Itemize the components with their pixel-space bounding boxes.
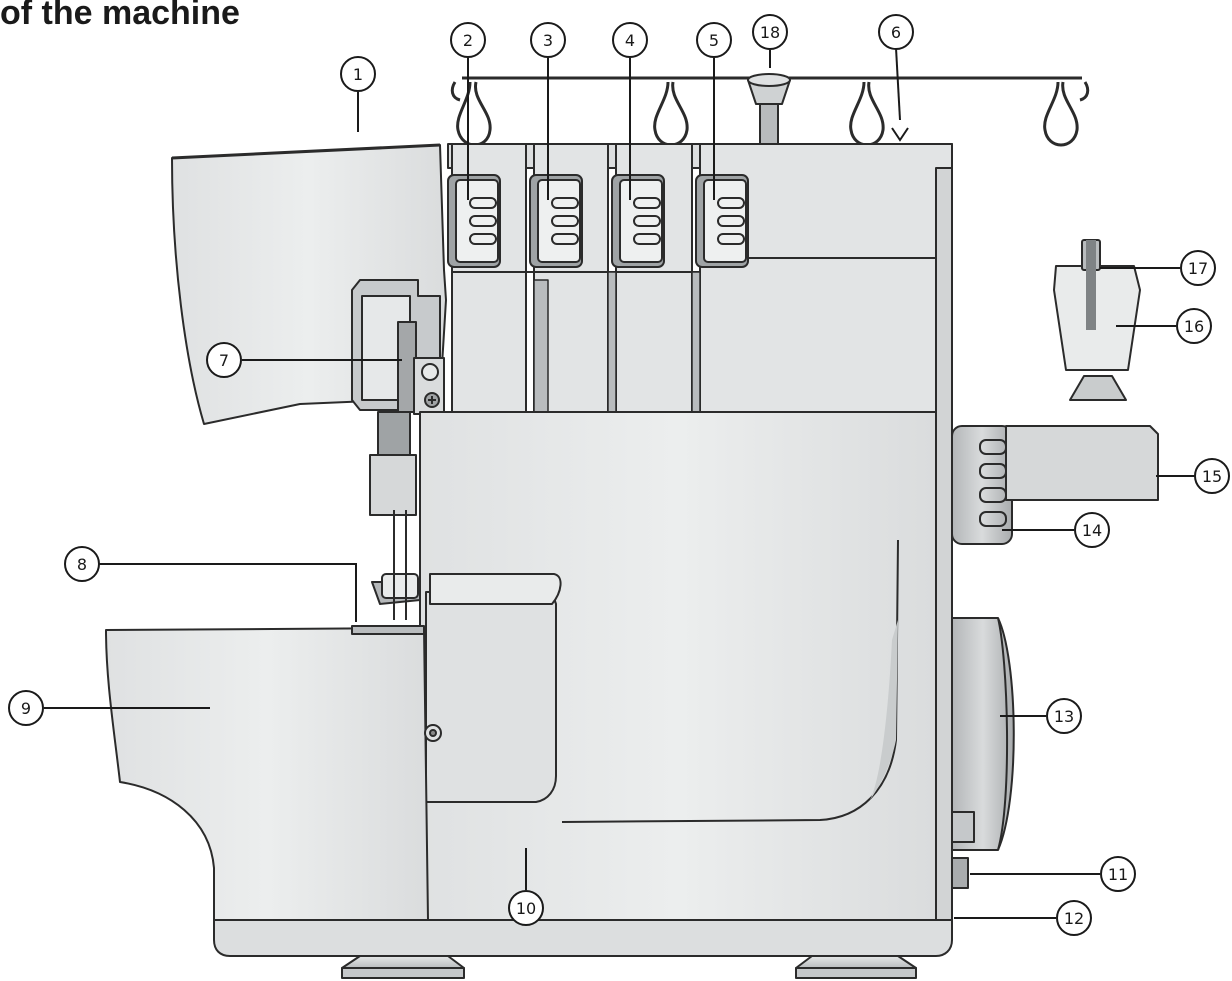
callout-14: 14 bbox=[1074, 512, 1110, 548]
svg-text:18: 18 bbox=[760, 23, 780, 42]
svg-text:15: 15 bbox=[1202, 467, 1222, 486]
stitch-length-knob bbox=[951, 425, 1013, 545]
tension-columns bbox=[451, 143, 953, 415]
spool-holder-arm bbox=[1005, 425, 1159, 501]
svg-text:5: 5 bbox=[709, 31, 719, 50]
callout-9: 9 bbox=[8, 690, 44, 726]
callout-3: 3 bbox=[530, 22, 566, 58]
svg-text:4: 4 bbox=[625, 31, 635, 50]
callout-18: 18 bbox=[752, 14, 788, 50]
svg-text:3: 3 bbox=[543, 31, 553, 50]
callout-5: 5 bbox=[696, 22, 732, 58]
machine-base bbox=[213, 919, 953, 957]
tension-dial-3 bbox=[529, 174, 583, 268]
callout-2: 2 bbox=[450, 22, 486, 58]
callout-15: 15 bbox=[1194, 458, 1230, 494]
svg-text:14: 14 bbox=[1082, 521, 1102, 540]
svg-text:10: 10 bbox=[516, 899, 536, 918]
right-side-panel bbox=[935, 167, 953, 921]
free-arm-cover bbox=[105, 627, 429, 921]
callout-1: 1 bbox=[340, 56, 376, 92]
svg-text:7: 7 bbox=[219, 351, 229, 370]
spool-cap bbox=[1053, 265, 1141, 371]
front-panel-curve bbox=[561, 539, 899, 823]
tension-dial-5 bbox=[695, 174, 749, 268]
diagram-title: of the machine bbox=[0, 0, 240, 32]
looper-cover bbox=[425, 591, 557, 803]
callout-16: 16 bbox=[1176, 308, 1212, 344]
svg-text:6: 6 bbox=[891, 23, 901, 42]
cloth-plate bbox=[351, 625, 425, 635]
foot-left bbox=[341, 955, 465, 969]
machine-body bbox=[105, 73, 1159, 979]
callout-10: 10 bbox=[508, 890, 544, 926]
svg-text:11: 11 bbox=[1108, 865, 1128, 884]
tension-dial-2 bbox=[447, 174, 501, 268]
svg-text:1: 1 bbox=[353, 65, 363, 84]
presser-foot bbox=[369, 411, 421, 620]
callout-badges: 1 2 3 4 5 6 7 8 9 10 11 12 13 14 15 16 1… bbox=[8, 14, 1230, 936]
callout-8: 8 bbox=[64, 546, 100, 582]
svg-text:13: 13 bbox=[1054, 707, 1074, 726]
callout-leaders bbox=[44, 47, 1196, 919]
callout-17: 17 bbox=[1180, 250, 1216, 286]
tension-dial-4 bbox=[611, 174, 665, 268]
svg-text:17: 17 bbox=[1188, 259, 1208, 278]
callout-4: 4 bbox=[612, 22, 648, 58]
callout-13: 13 bbox=[1046, 698, 1082, 734]
thread-slots bbox=[533, 271, 701, 413]
callout-7: 7 bbox=[206, 342, 242, 378]
svg-text:12: 12 bbox=[1064, 909, 1084, 928]
telescopic-thread-guide bbox=[747, 73, 791, 146]
foot-right bbox=[795, 955, 917, 969]
power-switch bbox=[951, 857, 969, 889]
spool-cone-base bbox=[1069, 375, 1127, 401]
callout-12: 12 bbox=[1056, 900, 1092, 936]
svg-text:8: 8 bbox=[77, 555, 87, 574]
svg-text:16: 16 bbox=[1184, 317, 1204, 336]
svg-text:9: 9 bbox=[21, 699, 31, 718]
callout-11: 11 bbox=[1100, 856, 1136, 892]
callout-6: 6 bbox=[878, 14, 914, 50]
svg-text:2: 2 bbox=[463, 31, 473, 50]
